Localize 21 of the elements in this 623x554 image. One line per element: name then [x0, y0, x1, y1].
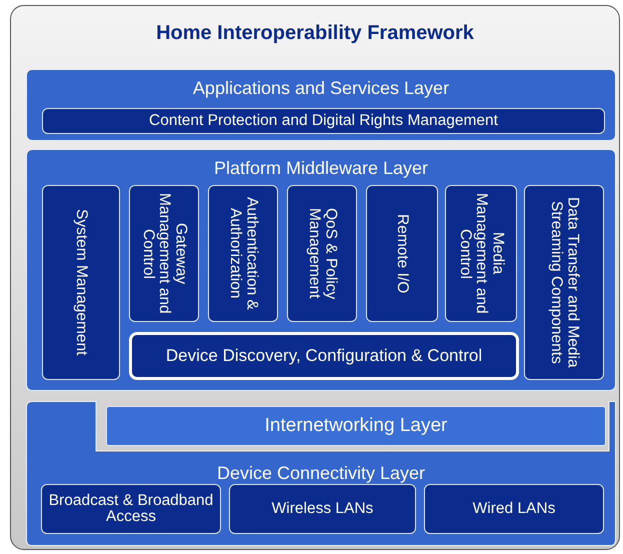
layer-box: Internetworking Layer — [106, 406, 606, 446]
component-box: Wireless LANs — [229, 484, 416, 534]
layer-title: Platform Middleware Layer — [212, 158, 430, 179]
layer-panel — [26, 149, 616, 391]
component-box: Broadcast & Broadband Access — [41, 484, 221, 534]
framework-title: Home Interoperability Framework — [155, 22, 475, 45]
component-box: Content Protection and Digital Rights Management — [42, 108, 605, 134]
component-box: Gateway Management and Control — [129, 185, 199, 322]
component-box: Authentication & Authorization — [208, 185, 278, 322]
component-box: QoS & Policy Management — [287, 185, 357, 322]
component-box: Remote I/O — [366, 185, 438, 322]
component-box: System Management — [42, 185, 120, 380]
component-box: Data Transfer and Media Streaming Components — [524, 185, 604, 380]
layer-title: Applications and Services Layer — [192, 78, 450, 99]
layer-panel — [26, 69, 616, 141]
component-box: Device Discovery, Configuration & Control — [129, 332, 519, 380]
component-box: Media Management and Control — [445, 185, 517, 322]
layer-panel — [26, 401, 616, 546]
component-box: Wired LANs — [424, 484, 604, 534]
layer-title: Device Connectivity Layer — [216, 463, 426, 484]
framework-panel — [10, 5, 620, 550]
